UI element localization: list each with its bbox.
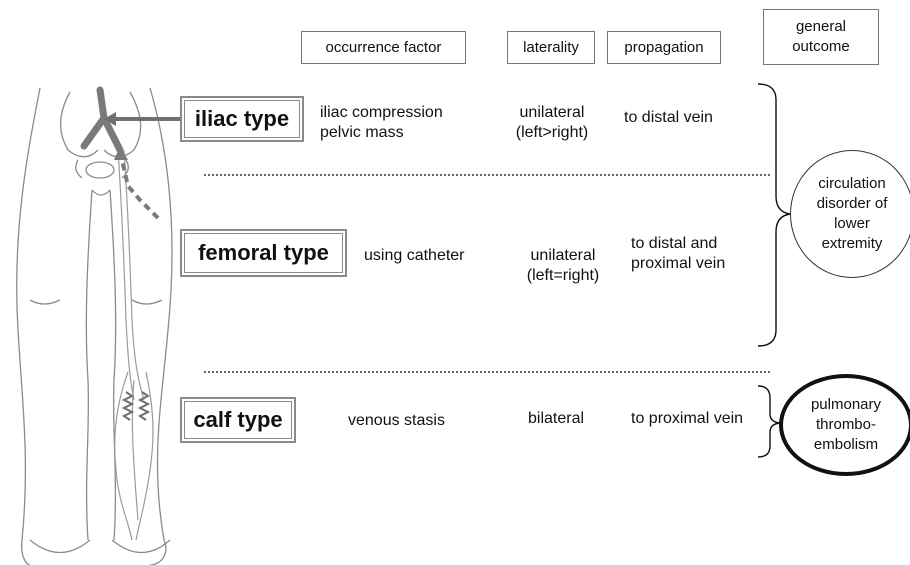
header-occurrence-factor: occurrence factor	[301, 31, 466, 64]
outcome-circulation-disorder: circulation disorder of lower extremity	[790, 150, 910, 278]
row-divider-1	[204, 174, 770, 176]
row-divider-2	[204, 371, 770, 373]
brace-pulmonary	[757, 385, 781, 458]
laterality-iliac: unilateral (left>right)	[515, 104, 589, 141]
type-label-iliac: iliac type	[184, 100, 300, 138]
inner-thigh-left	[85, 189, 93, 541]
header-propagation: propagation	[607, 31, 721, 64]
calf-thrombus-coil-1	[121, 391, 135, 421]
pelvis-outline	[59, 91, 99, 158]
inner-thigh-right	[109, 189, 117, 541]
type-label-calf: calf type	[184, 401, 292, 439]
calf-thrombus-coil-2	[137, 391, 151, 421]
occurrence-femoral: using catheter	[364, 247, 465, 264]
brace-circulation	[757, 83, 791, 347]
body-outline-right	[149, 87, 173, 565]
type-box-iliac: iliac type	[180, 96, 304, 142]
header-laterality: laterality	[507, 31, 595, 64]
type-label-femoral: femoral type	[184, 233, 343, 273]
header-general-outcome: general outcome	[763, 9, 879, 65]
propagation-femoral: to distal and proximal vein	[631, 235, 726, 272]
femoral-catheter-line	[120, 159, 160, 220]
iliac-vein-right	[100, 114, 124, 154]
laterality-femoral: unilateral (left=right)	[526, 247, 600, 284]
occurrence-iliac: iliac compression pelvic mass	[320, 104, 443, 141]
type-box-calf: calf type	[180, 397, 296, 443]
propagation-calf: to proximal vein	[631, 410, 744, 427]
laterality-calf: bilateral	[527, 410, 585, 427]
type-box-femoral: femoral type	[180, 229, 347, 277]
occurrence-calf: venous stasis	[348, 412, 445, 429]
body-outline-left	[16, 87, 41, 565]
outcome-pulmonary-thromboembolism: pulmonary thrombo- embolism	[779, 374, 910, 476]
propagation-iliac: to distal vein	[624, 109, 713, 126]
